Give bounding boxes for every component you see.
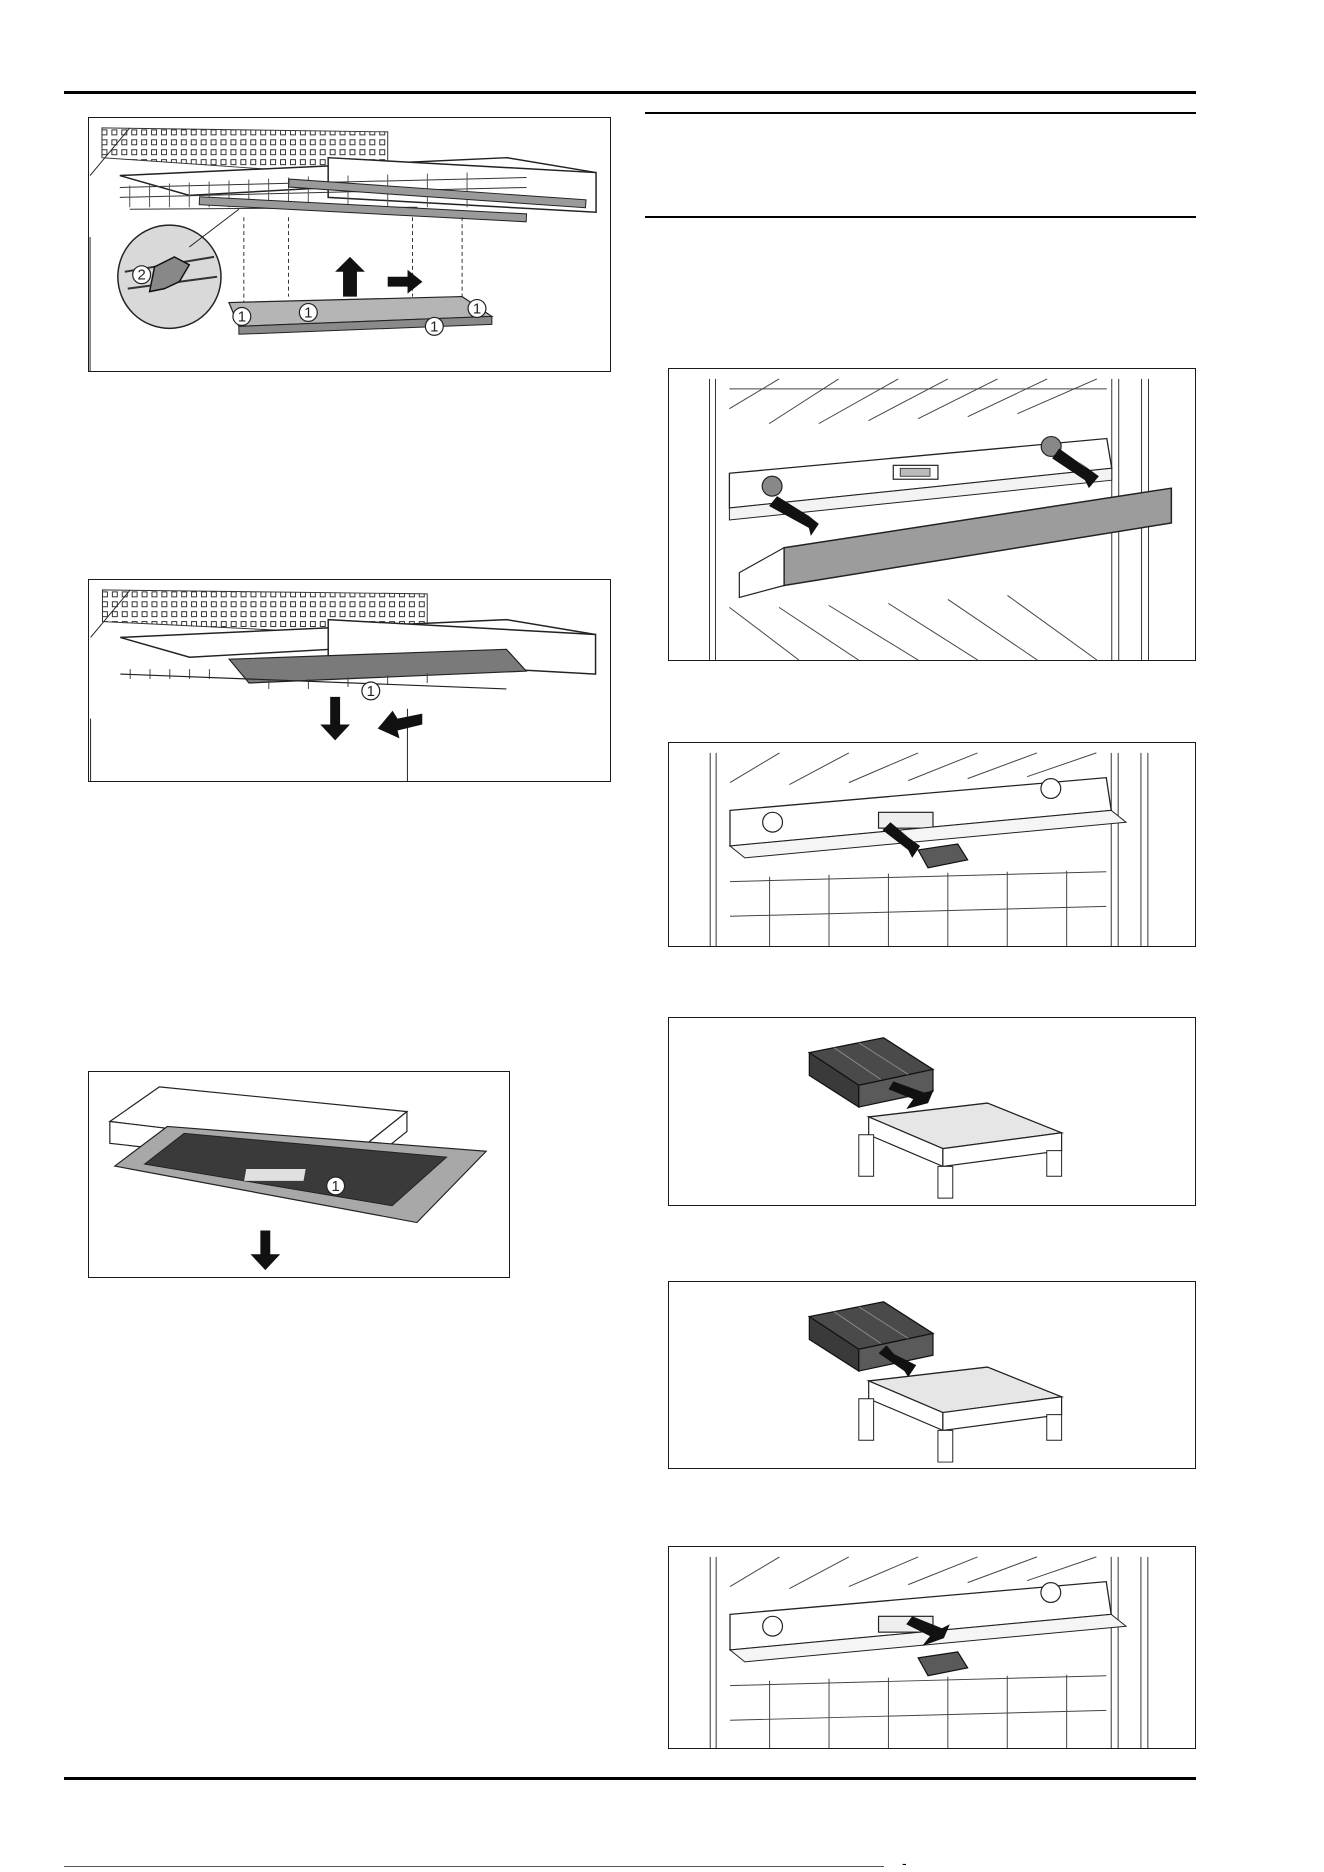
header-rule	[64, 91, 1196, 94]
shelf-filter-removal-illustration: 1	[89, 580, 610, 781]
figure-shelf-cover-attach: 2 1 1 1 1	[88, 117, 611, 372]
footer-rule	[64, 1777, 1196, 1780]
callout-1: 1	[425, 317, 443, 335]
figure-module-remove-carrier	[668, 1281, 1196, 1469]
svg-text:1: 1	[473, 301, 481, 317]
figure-module-insert-carrier	[668, 1017, 1196, 1206]
light-module-removal-illustration	[669, 743, 1195, 946]
module-remove-carrier-illustration	[669, 1282, 1195, 1468]
svg-text:1: 1	[430, 319, 438, 335]
filter-pad-removal-illustration: 1	[89, 1072, 509, 1277]
callout-1: 1	[233, 308, 251, 326]
svg-text:1: 1	[367, 684, 375, 700]
callout-2: 2	[133, 266, 151, 284]
svg-text:1: 1	[238, 309, 246, 325]
right-column-rule-top	[645, 112, 1196, 114]
footer-thin-rule	[64, 1866, 884, 1867]
figure-drawer-front-removal	[668, 368, 1196, 661]
svg-text:1: 1	[332, 1179, 340, 1195]
svg-text:1: 1	[304, 305, 312, 321]
drawer-front-removal-illustration	[669, 369, 1195, 660]
callout-1: 1	[362, 682, 380, 700]
callout-1: 1	[468, 300, 486, 318]
figure-light-module-reinstall	[668, 1546, 1196, 1749]
figure-filter-pad-removal: 1	[88, 1071, 510, 1278]
svg-text:2: 2	[138, 268, 146, 284]
shelf-cover-attach-illustration: 2 1 1 1 1	[89, 118, 610, 371]
callout-1: 1	[299, 304, 317, 322]
figure-light-module-removal	[668, 742, 1196, 947]
right-column-rule-bottom	[645, 216, 1196, 218]
module-insert-carrier-illustration	[669, 1018, 1195, 1205]
footer-page-mark: -	[902, 1855, 907, 1871]
light-module-reinstall-illustration	[669, 1547, 1195, 1748]
figure-shelf-filter-removal: 1	[88, 579, 611, 782]
callout-1: 1	[327, 1177, 345, 1195]
